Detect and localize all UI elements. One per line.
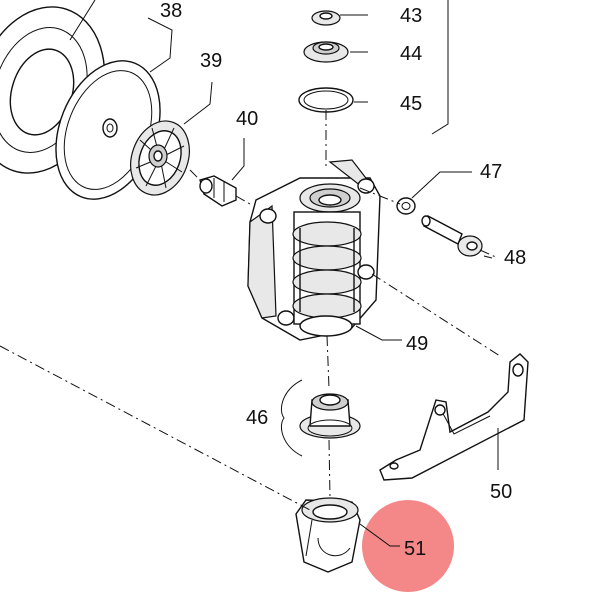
highlight-marker-51 [362, 500, 454, 592]
label-48: 48 [504, 247, 526, 269]
label-51: 51 [404, 538, 426, 560]
part-49-housing [247, 159, 381, 341]
part-40-fitting [199, 175, 237, 207]
label-39: 39 [200, 50, 222, 72]
label-45: 45 [400, 93, 422, 115]
part-38-pulley [0, 0, 161, 200]
leader-lines [147, 0, 499, 547]
label-50: 50 [490, 481, 512, 503]
label-46: 46 [246, 407, 268, 429]
label-49: 49 [406, 333, 428, 355]
label-47: 47 [480, 161, 502, 183]
label-43: 43 [400, 5, 422, 27]
part-44-seal [303, 41, 349, 63]
label-38: 38 [160, 0, 182, 22]
part-39-impeller [130, 120, 190, 196]
label-40: 40 [236, 108, 258, 130]
part-46-valve [299, 393, 361, 439]
part-50-bracket [379, 353, 529, 481]
part-43-washer [311, 10, 341, 26]
part-48-bolt [421, 215, 483, 257]
assembly-axis-lines [0, 110, 501, 511]
label-44: 44 [400, 43, 422, 65]
part-45-o-ring [298, 87, 354, 113]
part-47-washer [396, 197, 416, 215]
part-51-elbow [295, 497, 361, 573]
